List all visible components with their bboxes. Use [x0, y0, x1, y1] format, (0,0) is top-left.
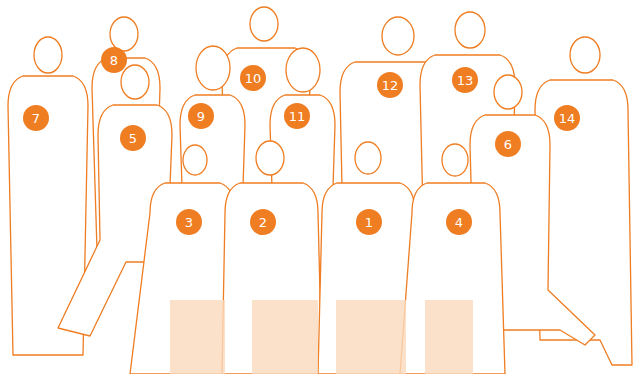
callout-number: 12 — [377, 72, 403, 98]
callout-number: 3 — [176, 209, 202, 235]
callout-number: 4 — [446, 209, 472, 235]
callout-number: 1 — [356, 209, 382, 235]
callout-number: 13 — [452, 67, 478, 93]
callout-number: 6 — [495, 131, 521, 157]
callout-number: 5 — [120, 125, 146, 151]
callout-number: 9 — [188, 103, 214, 129]
person-4 — [400, 144, 505, 374]
person-1 — [318, 142, 418, 374]
seat-cubes — [170, 300, 473, 374]
callout-number: 11 — [284, 103, 310, 129]
callout-number: 7 — [23, 105, 49, 131]
callout-number: 8 — [101, 47, 127, 73]
person-2 — [222, 141, 322, 374]
callout-number: 10 — [240, 65, 266, 91]
callout-number: 2 — [250, 209, 276, 235]
callout-number: 14 — [554, 105, 580, 131]
